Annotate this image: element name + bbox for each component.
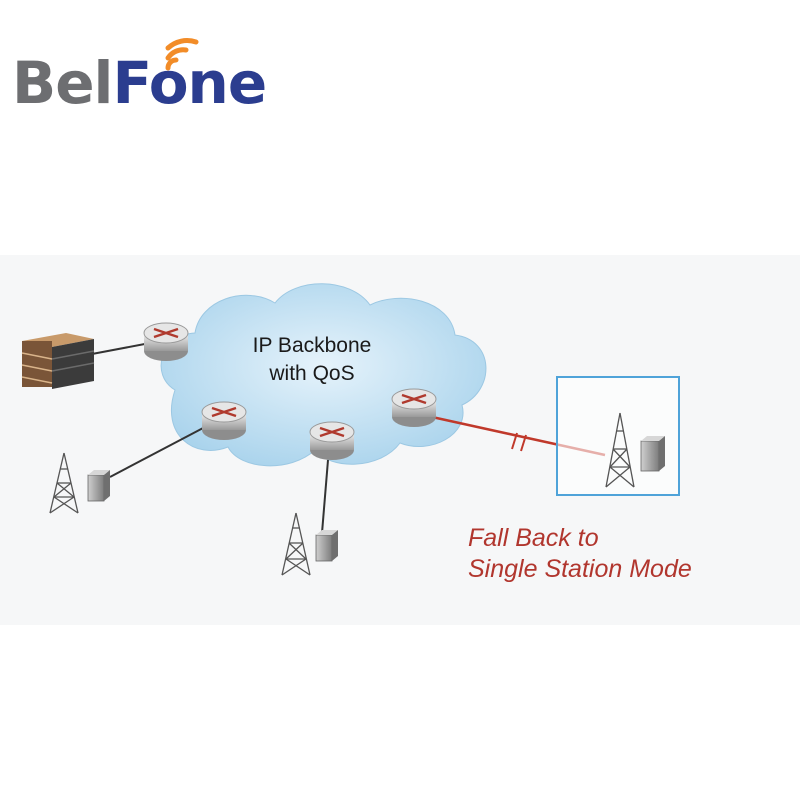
backbone-links (91, 342, 329, 534)
cell-tower-icon (605, 412, 635, 488)
base-station-icon (640, 436, 665, 472)
brand-name-part1: Bel (12, 49, 113, 117)
fallback-line1: Fall Back to (468, 524, 599, 552)
cell-tower-icon (49, 452, 79, 514)
brand-wordmark: BelFone (12, 48, 267, 118)
belfone-logo: BelFone (12, 38, 272, 118)
cloud-label-line2: with QoS (269, 362, 355, 385)
fallback-caption: Fall Back to Single Station Mode (468, 523, 798, 585)
base-station-icon (315, 530, 338, 562)
link-server-router (91, 342, 151, 355)
cell-tower-icon (281, 512, 311, 576)
link-tower1-router (109, 426, 206, 478)
base-station-icon (87, 470, 110, 502)
signal-waves-icon (165, 38, 199, 71)
cloud-label: IP Backbone with QoS (222, 332, 402, 388)
cloud-label-line1: IP Backbone (252, 334, 372, 357)
network-diagram: IP Backbone with QoS Fall Back to Single… (0, 255, 800, 625)
brand-name-part2: Fone (112, 49, 267, 117)
diagram-canvas (21, 283, 680, 576)
router-icon (143, 322, 189, 361)
server-stack-icon (21, 333, 95, 389)
fallback-line2: Single Station Mode (468, 555, 692, 583)
router-icon (391, 388, 437, 427)
router-icon (201, 401, 247, 440)
router-icon (309, 421, 355, 460)
link-tower2-router (321, 459, 329, 534)
